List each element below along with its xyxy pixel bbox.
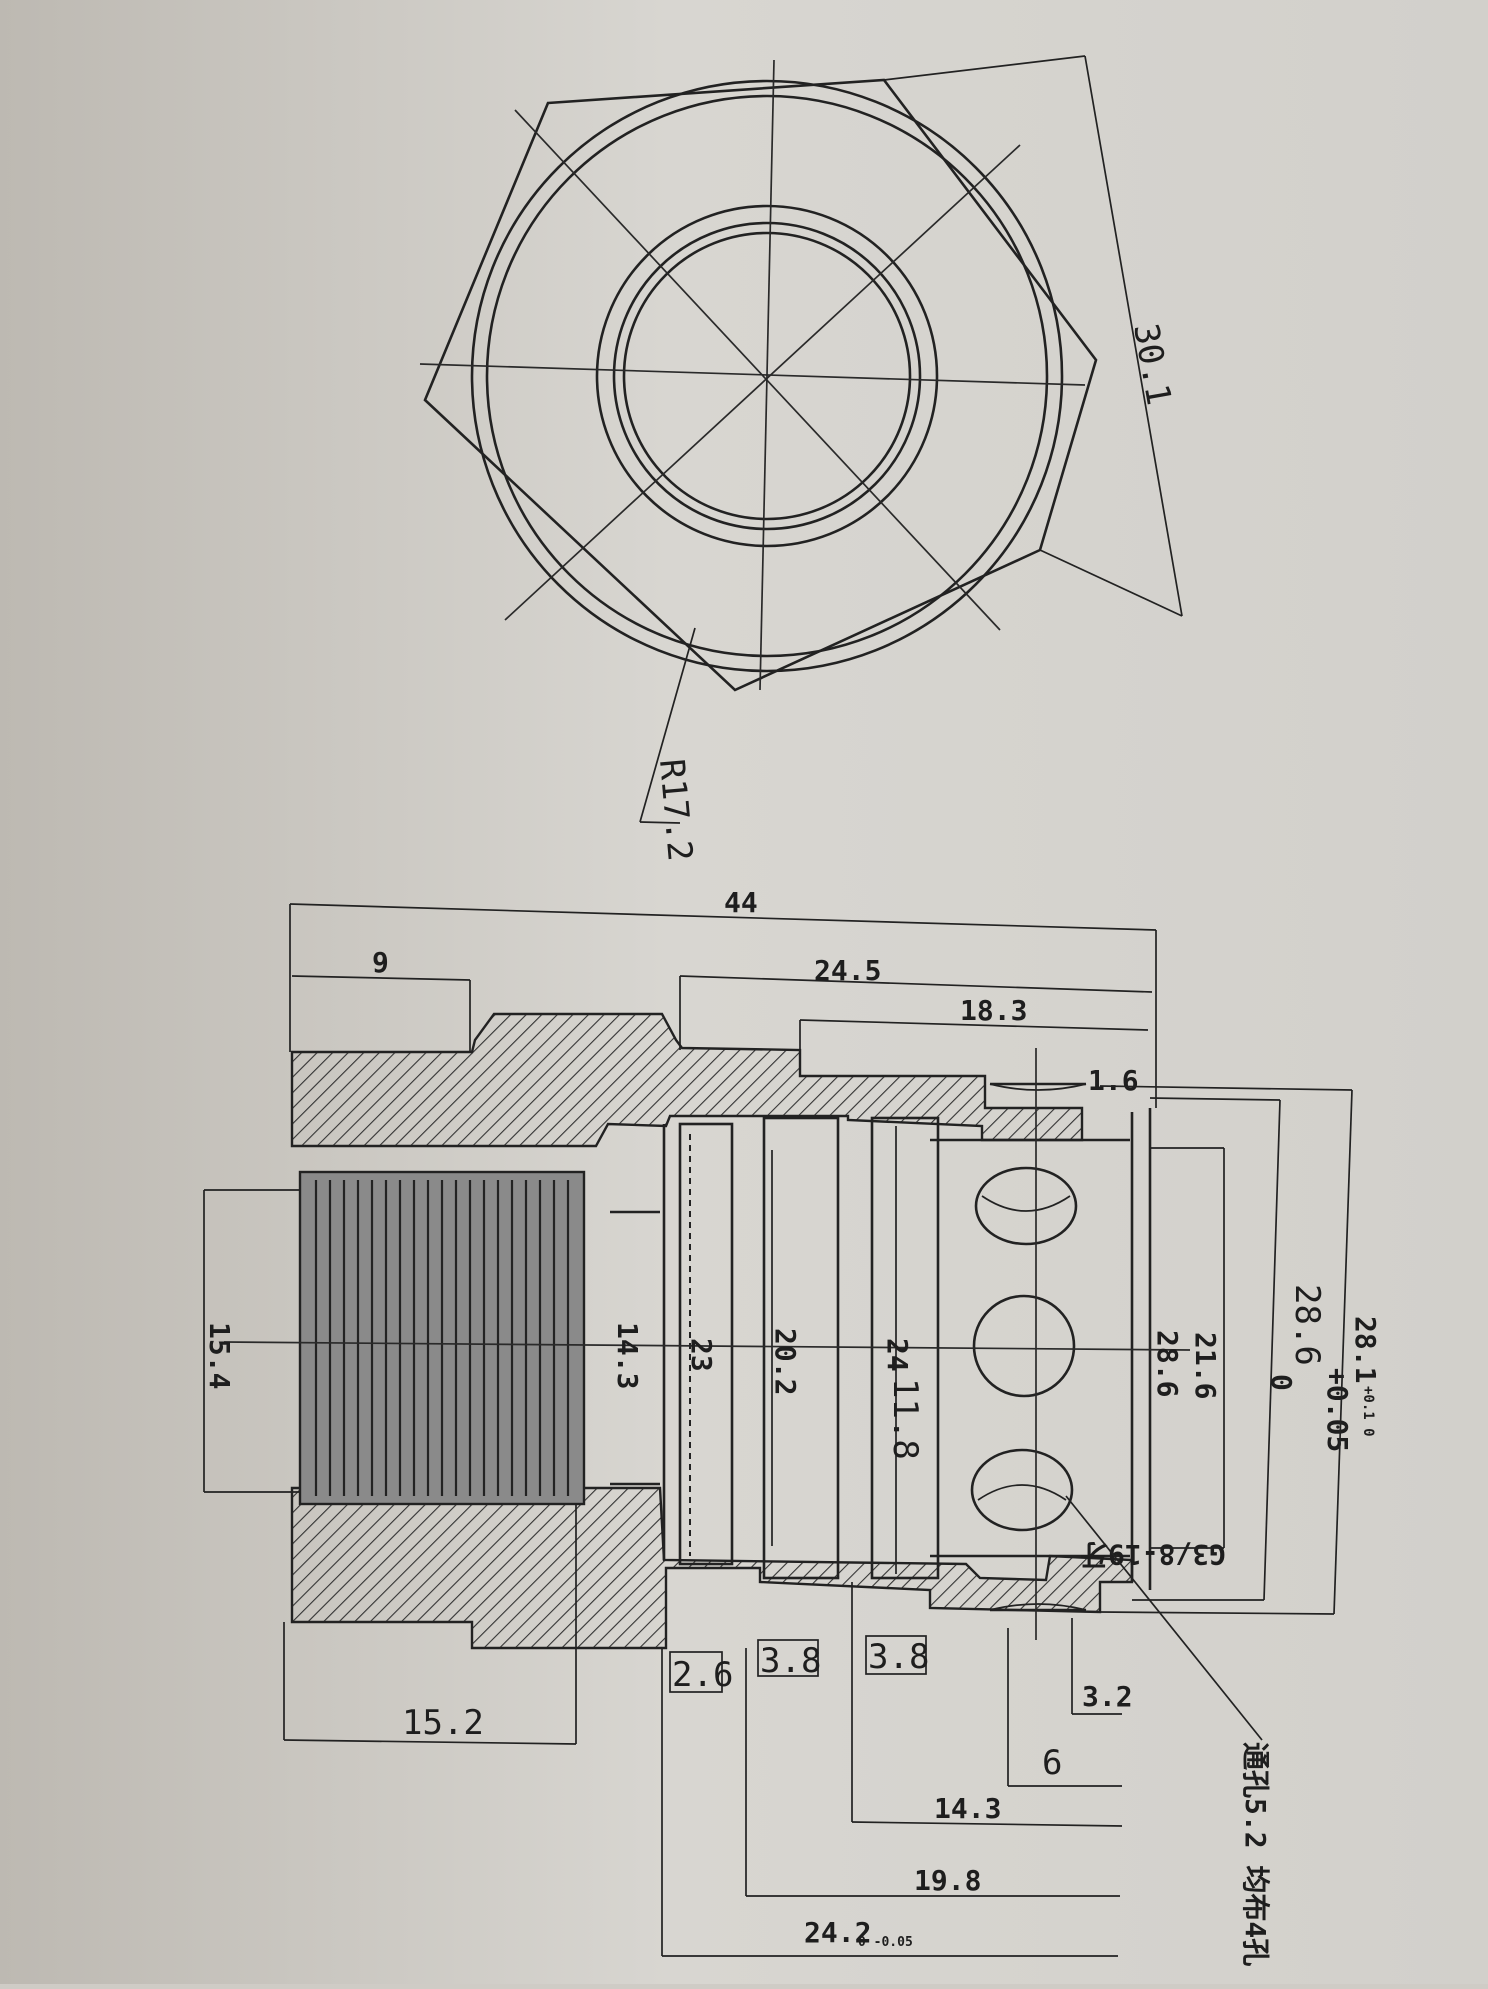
thread-spec: G3/8-19牙 [1080, 1538, 1226, 1571]
dim-dia-4: 24 [881, 1338, 914, 1372]
outer-circle-2 [485, 94, 1049, 658]
body-section-top [290, 1012, 1084, 1148]
outer-circle [470, 79, 1064, 673]
dim-bore: 15.4 [203, 1322, 236, 1389]
radius-label: R17.2 [651, 757, 700, 862]
center-line-d1 [514, 109, 1001, 631]
hole-note: 通孔5.2 均布4孔 [1239, 1742, 1272, 1966]
dim-len-i-tol: 0 -0.05 [858, 1935, 913, 1950]
dim-len-e: 3.2 [1082, 1680, 1133, 1713]
dim-groove-1: 2.6 [672, 1655, 733, 1695]
dim-dia-1: 14.3 [611, 1322, 644, 1389]
cross-hole-bottom [970, 1448, 1074, 1532]
mid-circle [595, 204, 939, 548]
dim-len-h: 19.8 [914, 1864, 981, 1897]
dim-dia-8: 28.6 [1287, 1284, 1327, 1366]
center-line-d2 [504, 144, 1021, 621]
axis-line [223, 1341, 1191, 1351]
hole-leader [1065, 1495, 1263, 1741]
dim-len-f: 6 [1042, 1743, 1062, 1783]
center-line-h [419, 363, 1086, 386]
dim-dia-9-tol: +0.1 0 [1360, 1386, 1376, 1437]
across-flats-dim-line [1084, 55, 1183, 617]
dim-dia-7: 21.6 [1189, 1332, 1222, 1399]
dim-dia-2: 23 [685, 1338, 718, 1372]
dim-len-b: 24.5 [814, 954, 881, 987]
groove-2 [762, 1116, 840, 1580]
cross-hole-center [972, 1294, 1076, 1398]
mid-circle-2 [612, 221, 922, 531]
dim-len-g: 14.3 [934, 1792, 1001, 1825]
dim-dia-9: 28.1 [1349, 1316, 1382, 1383]
dim-dia-6: 28.6 [1151, 1330, 1184, 1397]
end-view: 30.1 R17.2 [419, 55, 1183, 863]
dim-dia-5: 11.8 [885, 1378, 925, 1460]
dim-dia-8-tol-lower: 0 [1265, 1374, 1298, 1391]
dim-len-d: 1.6 [1088, 1064, 1139, 1097]
dim-len-i: 24.2 [804, 1916, 871, 1949]
section-view: 44 9 24.5 18.3 1.6 15.4 G3/8-19牙 15.2 14… [203, 886, 1382, 1966]
dim-len-a: 9 [372, 946, 389, 979]
cross-hole-top [974, 1166, 1078, 1246]
dim-dia-8-tol-upper: +0.05 [1321, 1368, 1354, 1452]
groove-1 [678, 1122, 734, 1566]
dim-len-c: 18.3 [960, 994, 1027, 1027]
dim-length-overall: 44 [724, 886, 758, 919]
dim-len-thread: 15.2 [402, 1703, 484, 1743]
inner-circle [622, 231, 912, 521]
thread-lines [314, 1180, 570, 1496]
radius-leader [639, 627, 696, 823]
dim-groove-3: 3.8 [868, 1637, 929, 1677]
dim-groove-2: 3.8 [760, 1641, 821, 1681]
dim-dia-3: 20.2 [769, 1328, 802, 1395]
center-line-v [759, 59, 775, 691]
